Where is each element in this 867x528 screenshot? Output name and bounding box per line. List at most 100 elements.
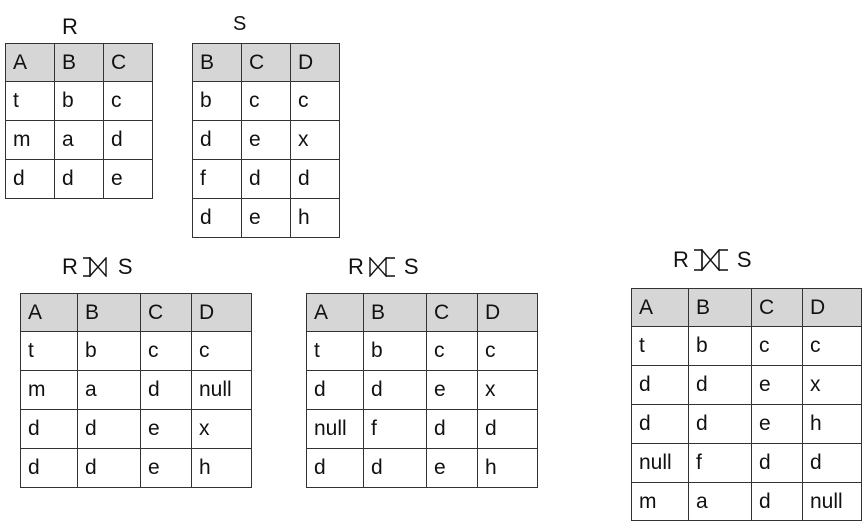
table-cell: e bbox=[751, 404, 803, 444]
left-outer-join-icon bbox=[82, 257, 114, 277]
table-cell: e bbox=[751, 365, 803, 405]
column-header: C bbox=[241, 43, 291, 82]
table-cell: e bbox=[140, 448, 192, 488]
table-cell: e bbox=[140, 409, 192, 449]
table-cell: d bbox=[688, 404, 752, 444]
table-row: b c c bbox=[192, 81, 340, 121]
table-cell: t bbox=[5, 81, 55, 121]
table-cell: d bbox=[363, 370, 427, 410]
relation-s-name: S bbox=[233, 13, 247, 35]
table-cell: d bbox=[802, 443, 862, 483]
table-cell: c bbox=[477, 331, 538, 371]
right-join-title: R S bbox=[348, 256, 419, 278]
table-cell: e bbox=[426, 370, 478, 410]
table-cell: d bbox=[241, 159, 291, 199]
table-cell: t bbox=[306, 331, 364, 371]
table-cell: a bbox=[54, 120, 104, 160]
table-row: t b c c bbox=[306, 331, 538, 371]
table-cell: b bbox=[688, 326, 752, 366]
column-header: D bbox=[191, 293, 252, 332]
table-cell: e bbox=[241, 198, 291, 238]
table-cell: x bbox=[477, 370, 538, 410]
table-row: t b c bbox=[5, 81, 153, 121]
table-cell: h bbox=[477, 448, 538, 488]
column-header: A bbox=[5, 43, 55, 82]
table-cell: d bbox=[290, 159, 340, 199]
column-header: A bbox=[20, 293, 78, 332]
column-header: B bbox=[363, 293, 427, 332]
table-cell: d bbox=[5, 159, 55, 199]
table-cell: t bbox=[631, 326, 689, 366]
right-operand: S bbox=[403, 254, 419, 279]
table-cell: m bbox=[20, 370, 78, 410]
table-cell: null bbox=[631, 443, 689, 483]
table-cell: d bbox=[77, 409, 141, 449]
table-cell: d bbox=[426, 409, 478, 449]
relation-s-table: B C D b c c d e x f d d d e h bbox=[192, 43, 340, 238]
relation-r-title: R bbox=[62, 16, 78, 38]
table-row: null f d d bbox=[631, 443, 862, 483]
table-row: d d e bbox=[5, 159, 153, 199]
table-cell: d bbox=[631, 365, 689, 405]
table-cell: c bbox=[426, 331, 478, 371]
table-cell: t bbox=[20, 331, 78, 371]
full-join-table: A B C D t b c c d d e x d d e h null f d… bbox=[631, 288, 862, 521]
column-header: C bbox=[751, 288, 803, 327]
relation-s-title: S bbox=[233, 13, 246, 35]
table-row: d d e x bbox=[631, 365, 862, 405]
full-outer-join-icon bbox=[693, 249, 733, 271]
table-cell: b bbox=[192, 81, 242, 121]
column-header: D bbox=[802, 288, 862, 327]
table-cell: f bbox=[363, 409, 427, 449]
table-cell: h bbox=[802, 404, 862, 444]
table-cell: b bbox=[54, 81, 104, 121]
table-row: d d e h bbox=[306, 448, 538, 488]
table-cell: f bbox=[688, 443, 752, 483]
table-cell: h bbox=[191, 448, 252, 488]
table-row: t b c c bbox=[631, 326, 862, 366]
table-cell: x bbox=[802, 365, 862, 405]
relation-r-table: A B C t b c m a d d d e bbox=[5, 43, 153, 199]
table-row: null f d d bbox=[306, 409, 538, 449]
right-operand: S bbox=[117, 254, 133, 279]
table-row: f d d bbox=[192, 159, 340, 199]
table-cell: x bbox=[191, 409, 252, 449]
table-row: d d e h bbox=[20, 448, 252, 488]
table-cell: h bbox=[290, 198, 340, 238]
table-cell: d bbox=[306, 448, 364, 488]
column-header: A bbox=[631, 288, 689, 327]
table-cell: a bbox=[688, 482, 752, 521]
table-cell: b bbox=[363, 331, 427, 371]
column-header: A bbox=[306, 293, 364, 332]
table-cell: d bbox=[306, 370, 364, 410]
left-operand: R bbox=[62, 254, 78, 279]
left-operand: R bbox=[673, 247, 689, 272]
table-cell: e bbox=[426, 448, 478, 488]
left-operand: R bbox=[348, 254, 364, 279]
table-row: m a d bbox=[5, 120, 153, 160]
full-join-title: R S bbox=[673, 249, 752, 271]
table-cell: d bbox=[103, 120, 153, 160]
table-row: d d e x bbox=[306, 370, 538, 410]
left-join-table: A B C D t b c c m a d null d d e x d d e… bbox=[20, 293, 252, 488]
column-header: B bbox=[54, 43, 104, 82]
table-row: m a d null bbox=[631, 482, 862, 521]
right-outer-join-icon bbox=[368, 257, 400, 277]
table-cell: c bbox=[751, 326, 803, 366]
table-cell: c bbox=[290, 81, 340, 121]
left-join-title: R S bbox=[62, 256, 133, 278]
table-cell: null bbox=[306, 409, 364, 449]
column-header: B bbox=[77, 293, 141, 332]
table-cell: d bbox=[20, 448, 78, 488]
table-cell: c bbox=[140, 331, 192, 371]
right-operand: S bbox=[736, 247, 752, 272]
table-cell: f bbox=[192, 159, 242, 199]
table-cell: c bbox=[191, 331, 252, 371]
table-cell: c bbox=[103, 81, 153, 121]
table-row: d e h bbox=[192, 198, 340, 238]
table-cell: d bbox=[363, 448, 427, 488]
table-row: t b c c bbox=[20, 331, 252, 371]
table-row: d e x bbox=[192, 120, 340, 160]
table-cell: d bbox=[751, 443, 803, 483]
table-row: d d e x bbox=[20, 409, 252, 449]
